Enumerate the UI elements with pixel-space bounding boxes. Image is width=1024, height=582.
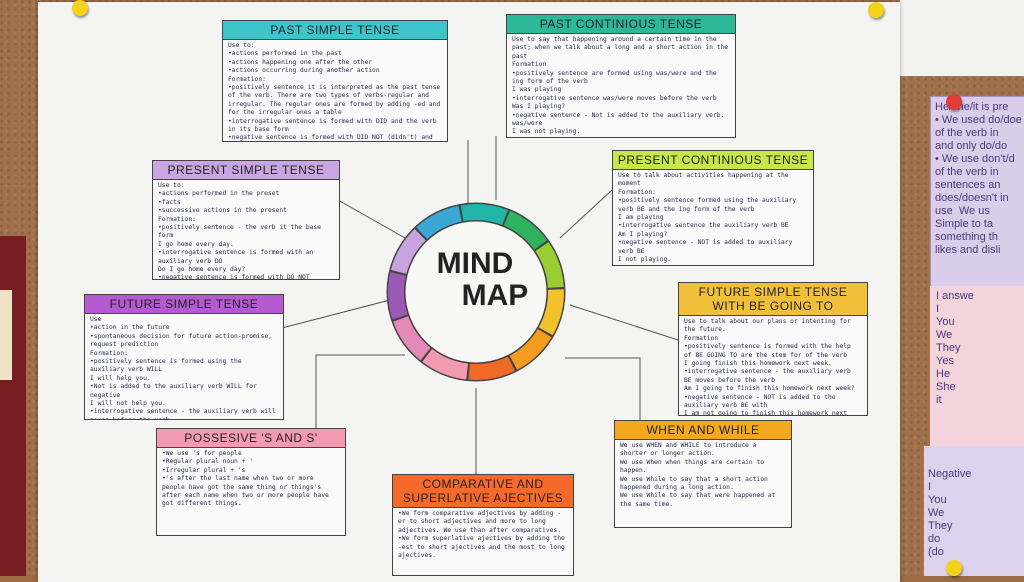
box-past-simple: Past Simple Tense Use to: •actions perfo… bbox=[222, 20, 448, 142]
box-past-continuous: Past Continious Tense Use to say that ha… bbox=[506, 14, 736, 138]
connector-present-simple bbox=[337, 199, 406, 239]
box-comparative-title: Comparative and Superlative Ajectives bbox=[393, 475, 573, 508]
pink-note-sheet: I answe I You We They Yes He She it bbox=[930, 286, 1024, 446]
push-pin-top-left bbox=[72, 0, 88, 16]
box-present-simple: Present Simple Tense Use to: •actions pe… bbox=[152, 160, 340, 280]
ring-segment bbox=[393, 315, 431, 361]
push-pin-top-right bbox=[868, 2, 884, 18]
box-when-while-title: When and While bbox=[615, 421, 791, 440]
side-note-text-bottom: Negative I You We They do (do bbox=[928, 468, 972, 558]
box-future-going-to-body: Use to talk about our plans or intenting… bbox=[684, 318, 855, 416]
mind-map-title-line2: MAP bbox=[461, 279, 529, 312]
ring-segment bbox=[416, 205, 462, 240]
ring-segment bbox=[460, 204, 508, 225]
connector-future-going-to bbox=[569, 304, 679, 341]
lavender-note-sheet-bottom: Negative I You We They do (do bbox=[924, 446, 1024, 576]
mind-map-title: MIND MAP bbox=[405, 248, 545, 312]
side-note-text-top: He/she/it is pre • We used do/doe of the… bbox=[935, 101, 1022, 256]
box-present-continuous: Present Continious Tense Use to talk abo… bbox=[612, 150, 814, 266]
box-past-continuous-body: Use to say that happening around a certa… bbox=[512, 36, 729, 136]
box-future-going-to-title: Future Simple Tense With Be Going To bbox=[679, 283, 867, 316]
mind-map-ring bbox=[386, 202, 566, 382]
ring-segment bbox=[538, 289, 564, 336]
push-pin-red bbox=[946, 94, 962, 110]
ring-inner-circle bbox=[404, 220, 548, 364]
right-paper-sheet bbox=[900, 0, 1024, 76]
box-past-simple-body: Use to: •actions performed in the past •… bbox=[228, 42, 441, 142]
push-pin-bottom-right bbox=[946, 560, 962, 576]
ring-segment bbox=[468, 356, 516, 380]
box-when-while: When and While We use WHEN and WHILE to … bbox=[614, 420, 792, 528]
box-past-continuous-title: Past Continious Tense bbox=[507, 15, 735, 34]
box-when-while-body: We use WHEN and WHILE to introduce a sho… bbox=[620, 442, 776, 508]
ring-segment bbox=[390, 228, 427, 275]
ring-segment bbox=[388, 272, 408, 320]
ring-segment bbox=[509, 328, 552, 370]
box-future-simple-body: Use •action in the future •spontaneous d… bbox=[90, 316, 276, 419]
connector-when-while bbox=[565, 357, 641, 420]
box-future-simple-title: Future Simple Tense bbox=[85, 295, 283, 314]
box-present-continuous-body: Use to talk about activities happening a… bbox=[618, 172, 797, 264]
box-past-simple-title: Past Simple Tense bbox=[223, 21, 447, 40]
connector-possessive bbox=[315, 354, 405, 428]
box-present-simple-title: Present Simple Tense bbox=[153, 161, 339, 180]
connector-present-continuous bbox=[559, 189, 613, 239]
box-comparative-body: •We form comparative adjectives by addin… bbox=[398, 510, 565, 560]
mind-map-title-line1: MIND bbox=[436, 247, 514, 280]
box-possessive-title: Possesive 'S and S' bbox=[157, 429, 345, 448]
box-present-simple-body: Use to: •actions performed in the preset… bbox=[158, 182, 322, 280]
connector-future-simple bbox=[281, 299, 391, 329]
box-present-continuous-title: Present Continious Tense bbox=[613, 151, 813, 170]
side-note-text-middle: I answe I You We They Yes He She it bbox=[936, 290, 974, 406]
box-future-simple: Future Simple Tense Use •action in the f… bbox=[84, 294, 284, 420]
box-possessive-body: •We use 's for people •Regular plural no… bbox=[162, 450, 329, 508]
box-possessive: Possesive 'S and S' •We use 's for peopl… bbox=[156, 428, 346, 536]
ring-segment bbox=[535, 242, 564, 289]
box-comparative: Comparative and Superlative Ajectives •W… bbox=[392, 474, 574, 576]
box-future-going-to: Future Simple Tense With Be Going To Use… bbox=[678, 282, 868, 416]
ring-segment bbox=[503, 210, 548, 250]
ring-segment bbox=[422, 348, 469, 380]
beige-card-edge bbox=[0, 290, 12, 380]
